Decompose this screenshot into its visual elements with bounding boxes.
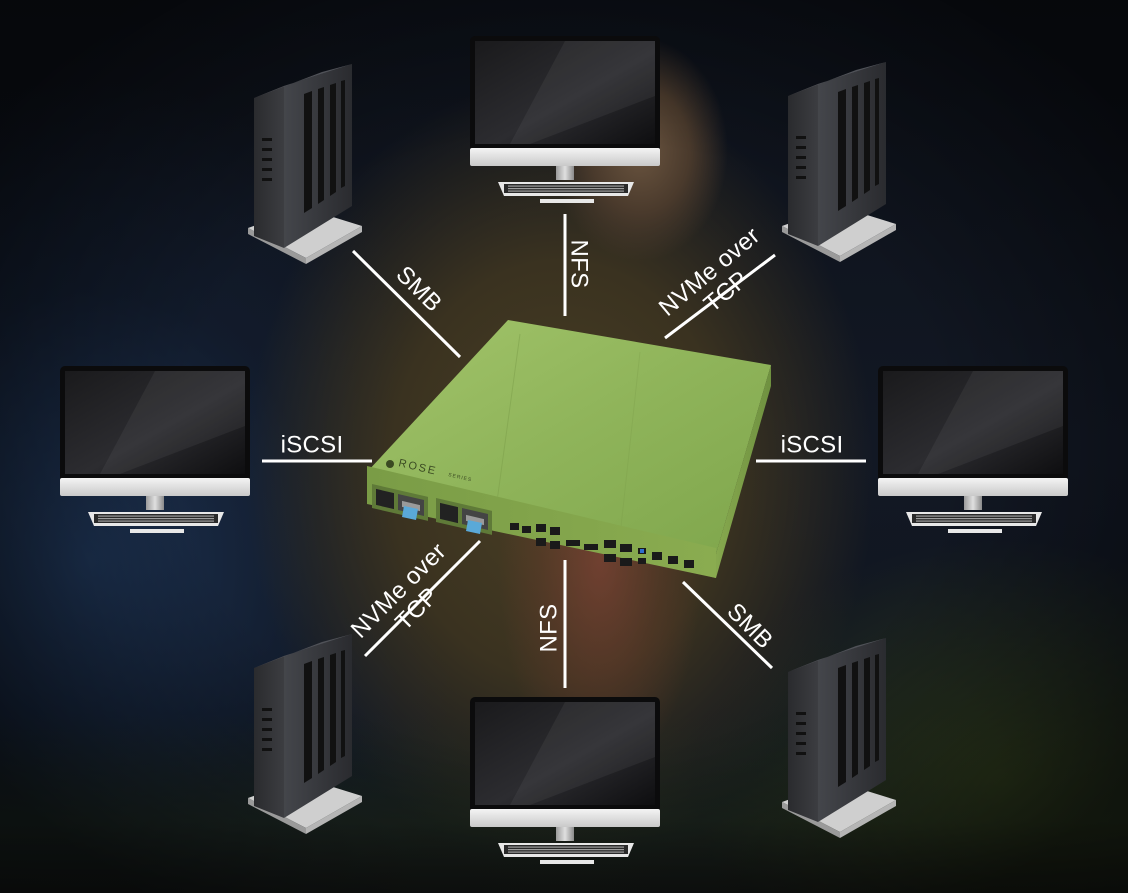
mini-pc-bottom-right-icon [782,638,896,838]
mini-pc-top-right-icon [782,62,896,262]
server-logo-icon [386,460,394,468]
label-nfs-bottom: NFS [535,604,562,653]
monitor-bottom-icon [470,697,660,864]
link-line-nvme-top-right [664,253,776,340]
label-nfs-top: NFS [566,240,593,289]
label-iscsi-right: iSCSI [781,431,844,458]
mini-pc-bottom-left-icon [248,634,362,834]
mini-pc-top-left-icon [248,64,362,264]
storage-server-icon: ROSE SERIES [367,320,771,578]
label-nvme-bottom-left-line1: NVMe over [346,538,452,644]
link-line-smb-top-left [351,249,462,359]
monitor-top-icon [470,36,660,203]
monitor-right-icon [878,366,1068,533]
monitor-left-icon [60,366,250,533]
link-line-smb-bottom-right [681,580,774,670]
label-iscsi-left: iSCSI [281,431,344,458]
label-smb-top-left: SMB [391,261,448,318]
server-brand-sub-label: SERIES [448,472,473,483]
link-line-nvme-bottom-left [363,539,482,658]
